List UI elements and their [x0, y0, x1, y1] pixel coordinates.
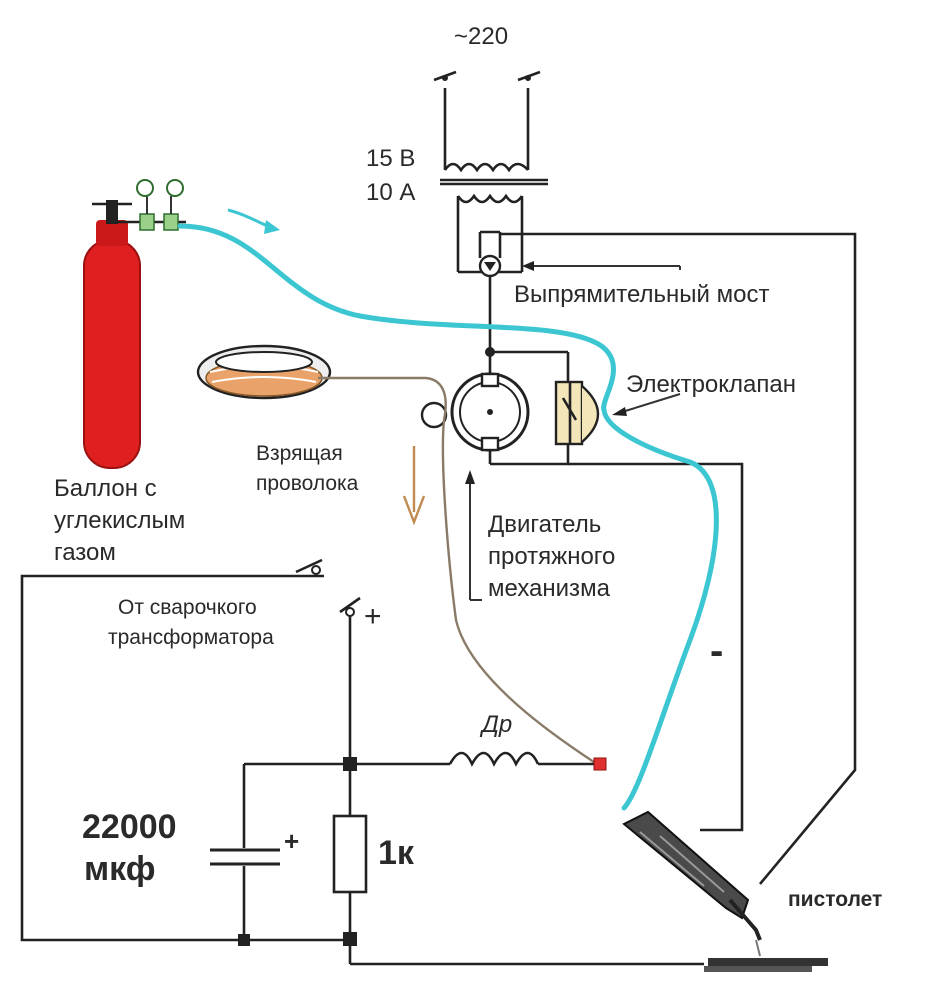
plus-terminal-label: +	[364, 600, 382, 633]
gun-label: пистолет	[788, 888, 882, 911]
pressure-gauge-icon	[166, 179, 184, 197]
switch-plus	[339, 596, 361, 614]
transformer-label-line2: трансформатора	[108, 626, 274, 649]
cylinder-label-line1: Баллон с	[54, 475, 157, 502]
gas-flow-arrow-icon	[264, 220, 280, 234]
power-circuit	[20, 558, 704, 966]
gas-hose	[177, 223, 719, 811]
mains-label: ~220	[454, 23, 508, 50]
gun-icon	[622, 810, 750, 920]
gun-terminal	[593, 757, 607, 771]
wire-spool	[196, 344, 332, 400]
transformer	[440, 162, 548, 204]
resistor-label: 1к	[378, 834, 415, 872]
pressure-roller-icon	[420, 401, 448, 429]
mains-input	[433, 70, 541, 170]
wire-label-line1: Взрящая	[256, 442, 343, 465]
feed-wire	[318, 376, 601, 768]
switch-upper	[295, 558, 323, 574]
resistor-icon	[332, 814, 368, 894]
welding-gun	[622, 810, 828, 972]
choke-icon	[448, 751, 540, 767]
solenoid-valve	[554, 380, 681, 446]
rectifier-return-wire	[500, 232, 857, 885]
transformer-label-line1: От сварочкого	[118, 596, 257, 619]
valve-label: Электроклапан	[626, 371, 796, 398]
current-label: 10 А	[366, 179, 415, 206]
choke-label: Др	[479, 711, 512, 738]
capacitance-label-line2: мкф	[84, 850, 155, 888]
voltage-label: 15 В	[366, 145, 415, 172]
gas-cylinder	[83, 179, 186, 469]
transformer-secondary	[456, 193, 524, 204]
rectifier-bridge	[456, 196, 681, 352]
wire-feed-arrow-icon	[402, 495, 426, 526]
capacitor-plus-label: +	[284, 826, 299, 856]
motor-label-line2: протяжного	[488, 543, 615, 570]
minus-terminal-label: -	[710, 629, 723, 673]
feed-motor	[420, 347, 744, 832]
capacitance-label-line1: 22000	[82, 808, 177, 846]
cylinder-label-line3: газом	[54, 539, 116, 566]
regulator-icon	[139, 213, 155, 231]
rectifier-label: Выпрямительный мост	[514, 281, 769, 308]
motor-label-line1: Двигатель	[488, 511, 601, 538]
motor-label-line3: механизма	[488, 575, 611, 602]
transformer-primary	[443, 162, 529, 173]
motor-pointer	[465, 470, 482, 601]
cylinder-icon	[83, 239, 141, 469]
cylinder-label-line2: углекислым	[54, 507, 185, 534]
pressure-gauge-icon	[136, 179, 154, 197]
wire-label-line2: проволока	[256, 472, 359, 495]
workpiece	[708, 958, 828, 966]
